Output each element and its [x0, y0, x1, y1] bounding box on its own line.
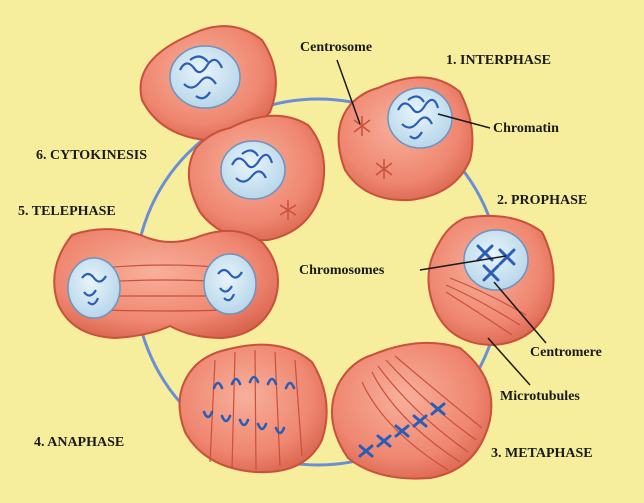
label-prophase: 2. PROPHASE [497, 194, 587, 208]
microtubules-leader [488, 338, 530, 385]
metaphase-cell [332, 343, 491, 479]
label-metaphase: 3. METAPHASE [491, 447, 593, 461]
label-anaphase: 4. ANAPHASE [34, 436, 124, 450]
prophase-cell [428, 216, 553, 345]
interphase-cell [339, 77, 473, 200]
label-telephase: 5. TELEPHASE [18, 205, 116, 219]
label-centromere: Centromere [530, 346, 602, 360]
label-microtubules: Microtubules [500, 390, 580, 404]
nucleus-right [204, 254, 256, 314]
label-chromatin: Chromatin [493, 122, 559, 136]
label-interphase: 1. INTERPHASE [446, 54, 551, 68]
nucleus-left [68, 258, 120, 318]
nucleus [464, 230, 528, 290]
label-chromosomes: Chromosomes [299, 264, 384, 278]
label-centrosome: Centrosome [300, 41, 372, 55]
nucleus [221, 141, 285, 199]
telephase-cell [54, 229, 278, 338]
label-cytokinesis: 6. CYTOKINESIS [36, 149, 147, 163]
anaphase-cell [180, 345, 327, 473]
